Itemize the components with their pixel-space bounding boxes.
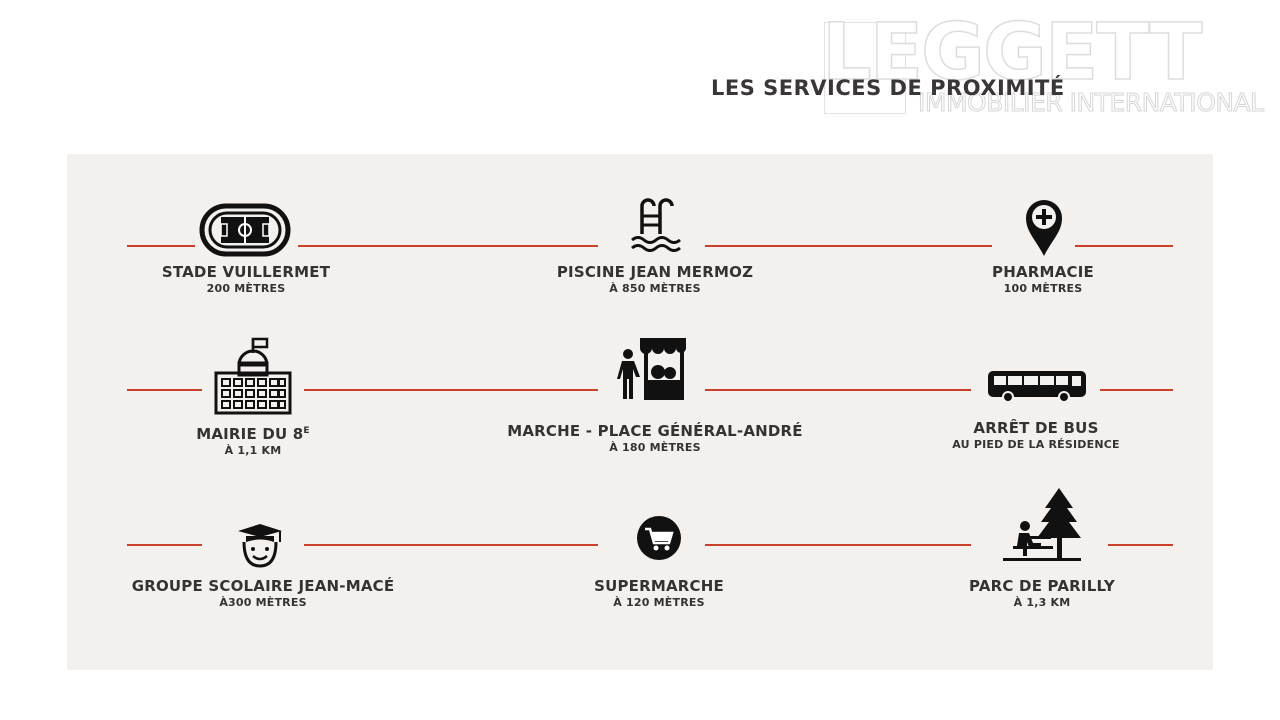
- connector-line: [304, 389, 598, 391]
- service-name: ARRÊT DE BUS: [973, 419, 1099, 437]
- service-distance: 200 MÈTRES: [206, 282, 286, 295]
- pool-ladder-icon: [631, 198, 681, 252]
- connector-line: [127, 389, 202, 391]
- service-distance: À 120 MÈTRES: [613, 596, 705, 609]
- leggett-watermark: LEGGETT IMMOBILIER INTERNATIONAL: [821, 8, 1268, 118]
- service-distance: À 1,1 KM: [224, 444, 282, 457]
- service-mairie-du-8e: MAIRIE DU 8E À 1,1 KM: [196, 422, 310, 458]
- service-pharmacie: PHARMACIE 100 MÈTRES: [992, 263, 1094, 296]
- graduate-icon: [238, 524, 282, 568]
- service-distance: À300 MÈTRES: [219, 596, 307, 609]
- connector-line: [1075, 245, 1173, 247]
- connector-line: [705, 544, 971, 546]
- service-name: PHARMACIE: [992, 263, 1094, 281]
- service-name-wrap: MAIRIE DU 8E: [196, 422, 310, 443]
- connector-line: [304, 544, 598, 546]
- service-distance: À 1,3 KM: [1013, 596, 1071, 609]
- service-name: SUPERMARCHE: [594, 577, 724, 595]
- town-hall-icon: [214, 337, 292, 415]
- bus-icon: [988, 371, 1086, 403]
- service-name-superscript: E: [303, 426, 310, 436]
- service-groupe-scolaire-jean-mace: GROUPE SCOLAIRE JEAN-MACÉ À300 MÈTRES: [132, 577, 395, 610]
- market-stall-icon: [617, 338, 686, 400]
- watermark-block: [824, 22, 906, 114]
- service-distance: 100 MÈTRES: [1003, 282, 1083, 295]
- stadium-icon: [199, 203, 291, 257]
- pharmacy-pin-icon: [1026, 200, 1062, 256]
- service-distance: AU PIED DE LA RÉSIDENCE: [952, 438, 1120, 451]
- connector-line: [705, 389, 971, 391]
- connector-line: [705, 245, 992, 247]
- connector-line: [1108, 544, 1173, 546]
- service-name: GROUPE SCOLAIRE JEAN-MACÉ: [131, 577, 395, 595]
- service-arret-de-bus: ARRÊT DE BUS AU PIED DE LA RÉSIDENCE: [952, 419, 1119, 452]
- service-supermarche: SUPERMARCHE À 120 MÈTRES: [594, 577, 724, 610]
- connector-line: [1100, 389, 1173, 391]
- page-title: LES SERVICES DE PROXIMITÉ: [711, 76, 1065, 100]
- park-tree-icon: [1003, 488, 1081, 561]
- connector-line: [127, 245, 195, 247]
- connector-line: [127, 544, 202, 546]
- service-name: PARC DE PARILLY: [969, 577, 1115, 595]
- service-name: STADE VUILLERMET: [161, 263, 331, 281]
- watermark-logo: LEGGETT: [821, 8, 1203, 98]
- watermark-subtitle: IMMOBILIER INTERNATIONAL: [918, 88, 1265, 118]
- service-name: MARCHE - PLACE GÉNÉRAL-ANDRÉ: [507, 422, 803, 440]
- service-name: PISCINE JEAN MERMOZ: [556, 263, 754, 281]
- service-marche-place-general-andre: MARCHE - PLACE GÉNÉRAL-ANDRÉ À 180 MÈTRE…: [507, 422, 803, 455]
- service-piscine-jean-mermoz: PISCINE JEAN MERMOZ À 850 MÈTRES: [557, 263, 753, 296]
- service-parc-de-parilly: PARC DE PARILLY À 1,3 KM: [969, 577, 1115, 610]
- service-stade-vuillermet: STADE VUILLERMET 200 MÈTRES: [162, 263, 330, 296]
- service-distance: À 850 MÈTRES: [609, 282, 701, 295]
- shopping-cart-icon: [637, 516, 681, 560]
- service-distance: À 180 MÈTRES: [609, 441, 701, 454]
- connector-line: [298, 245, 598, 247]
- service-name: MAIRIE DU 8: [196, 425, 304, 443]
